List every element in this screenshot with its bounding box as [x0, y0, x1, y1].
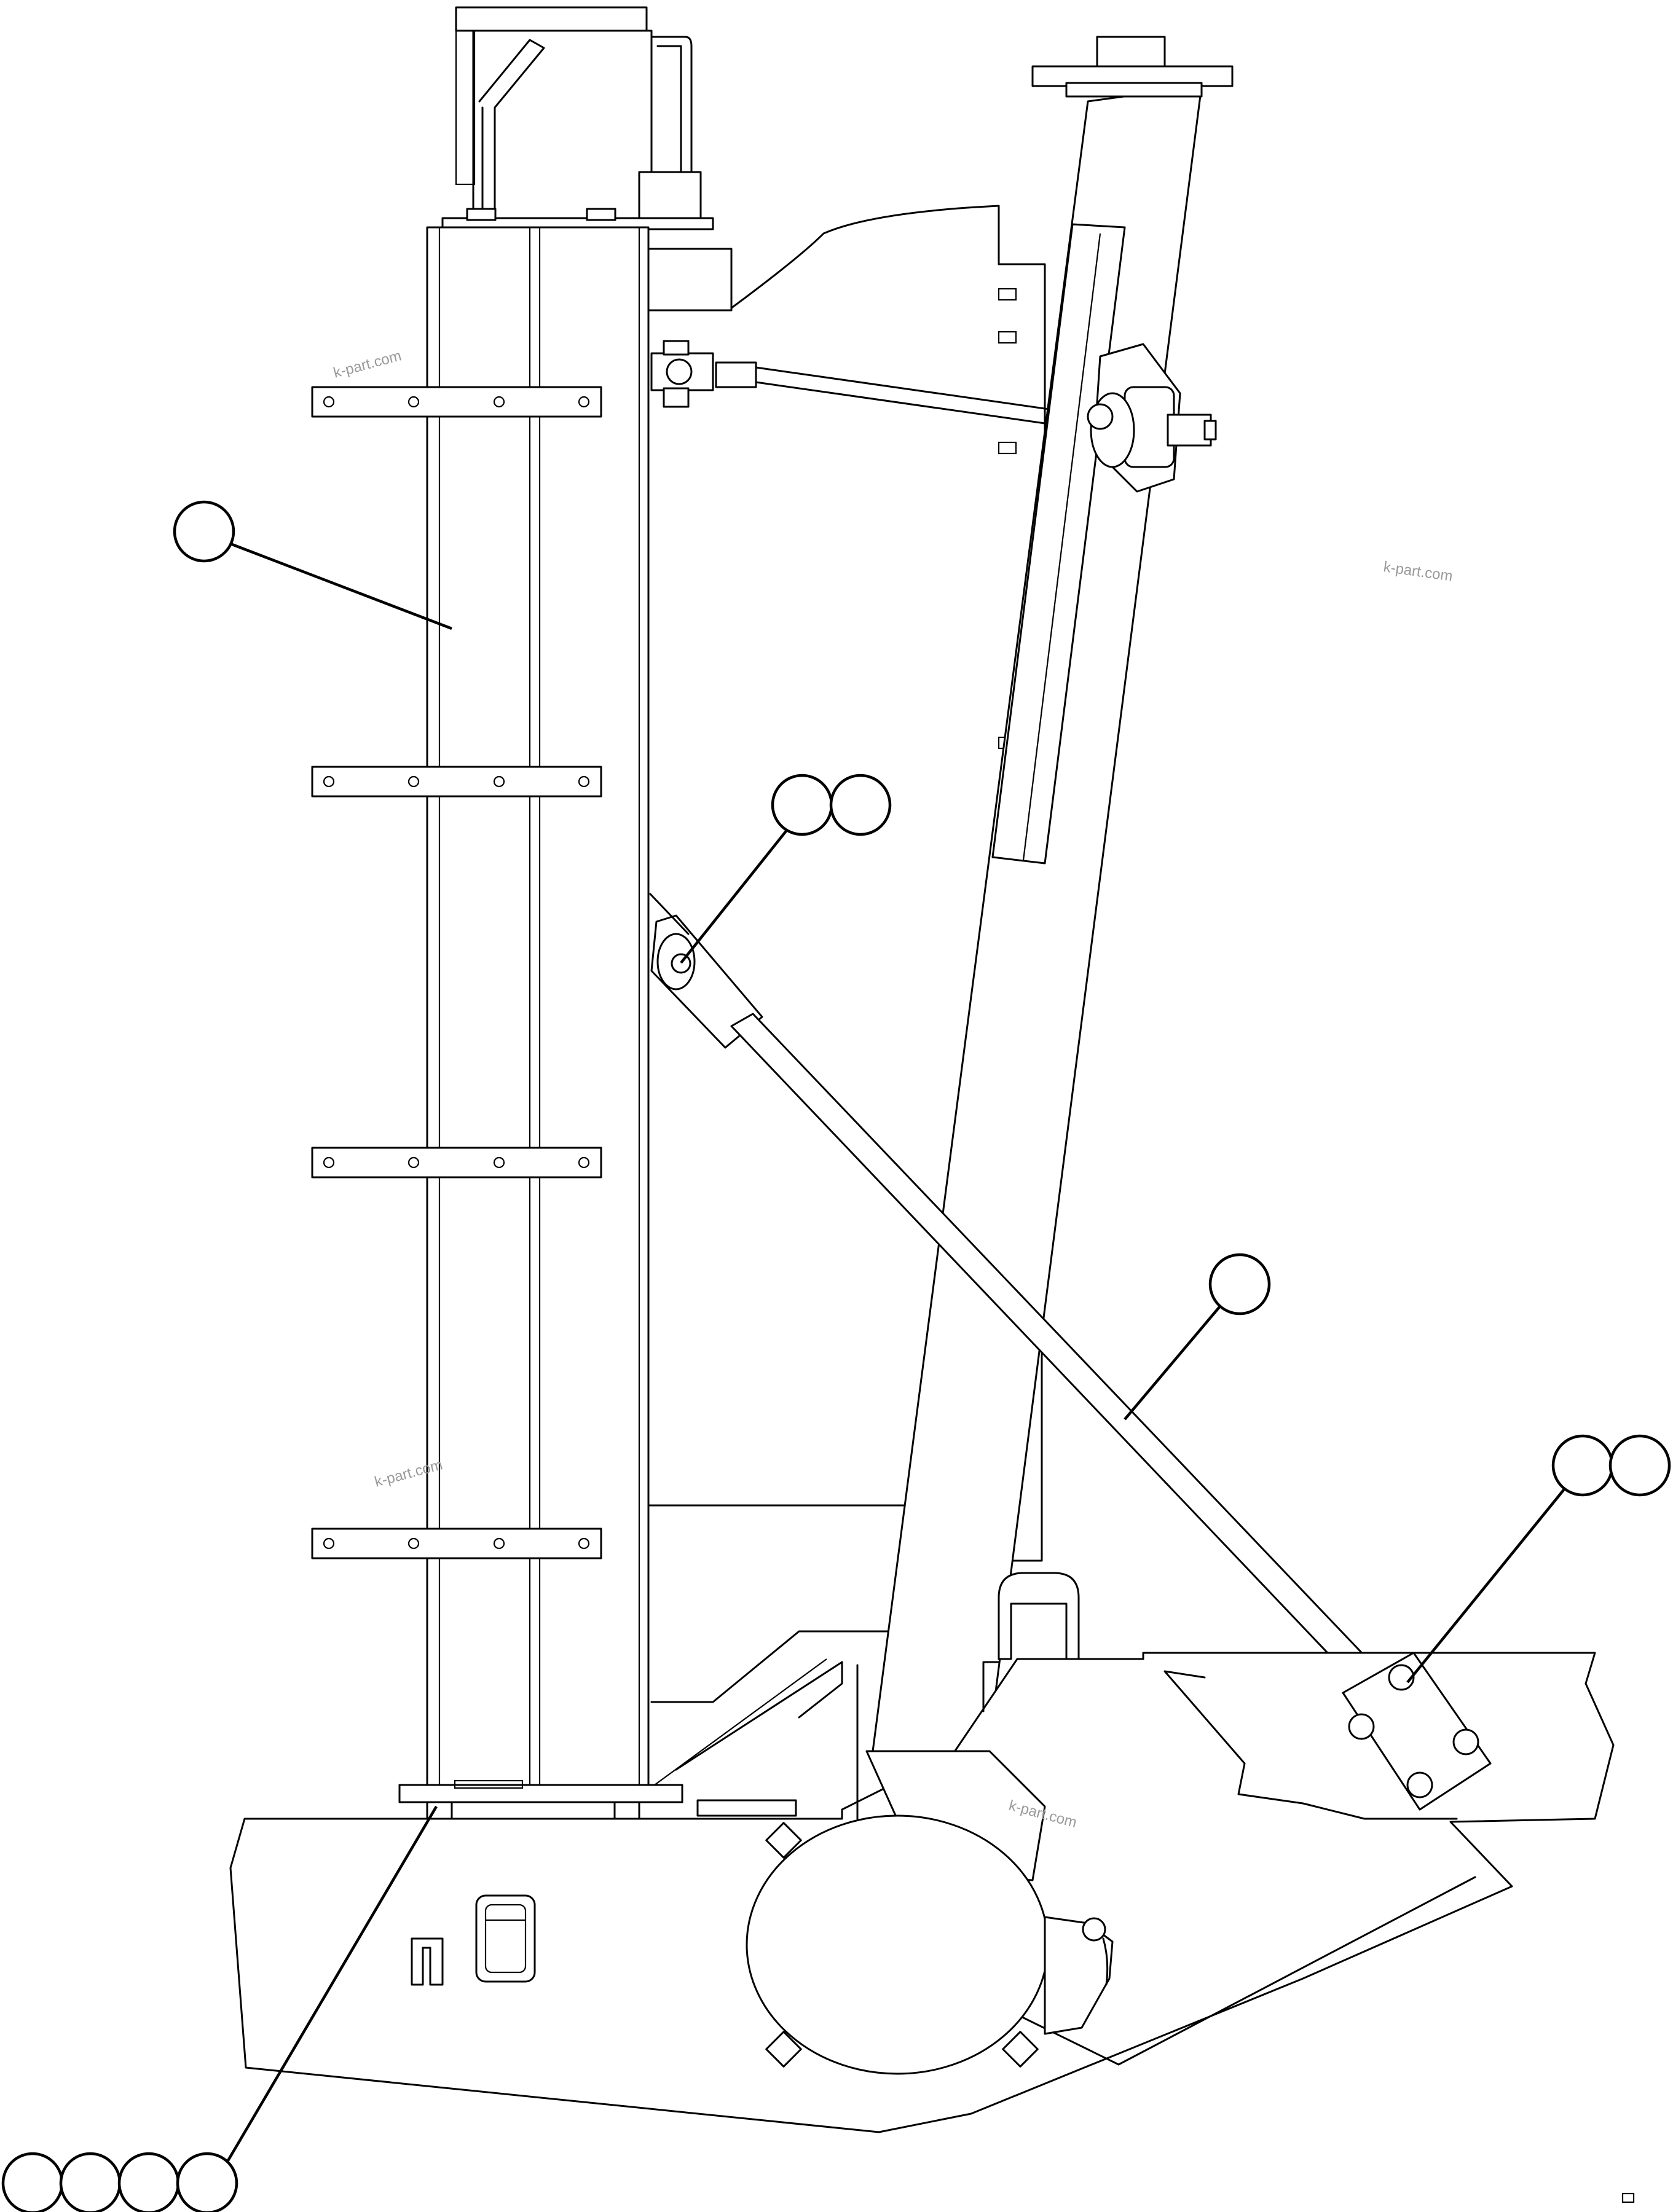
watermark: k-part.com [1382, 559, 1454, 585]
leader-line [230, 542, 452, 630]
callout-balloon [59, 2152, 122, 2212]
leader-line [220, 1805, 438, 2173]
top-cylinder-assembly [441, 6, 714, 230]
corner-mark-icon [1621, 2192, 1635, 2203]
mounting-bracket [311, 1528, 602, 1559]
callout-balloon [1608, 1434, 1671, 1497]
hydraulic-cylinder [649, 893, 1433, 1741]
brace-end-plate [1342, 1652, 1492, 1811]
leader-line [1124, 1301, 1224, 1421]
leader-lines [220, 542, 1567, 2173]
callout-balloon [771, 774, 833, 836]
leader-line [680, 825, 791, 964]
mounting-bracket [311, 1147, 602, 1179]
callout-balloon [173, 500, 235, 563]
callout-balloon [117, 2152, 180, 2212]
callout-balloon [176, 2152, 238, 2212]
leader-line [1406, 1486, 1567, 1684]
sheave-assembly [1087, 343, 1217, 493]
callout-balloon [829, 774, 892, 836]
callout-balloon [1208, 1253, 1271, 1316]
callout-balloon [1, 2152, 64, 2212]
mounting-bracket [311, 766, 602, 798]
watermark: k-part.com [332, 347, 403, 381]
upper-tie-rod [650, 340, 1068, 428]
mast-column [311, 226, 683, 1822]
hub-assembly [746, 1750, 1114, 2075]
mounting-bracket [311, 386, 602, 418]
callout-balloons [1, 500, 1671, 2212]
callout-balloon [1551, 1434, 1614, 1497]
